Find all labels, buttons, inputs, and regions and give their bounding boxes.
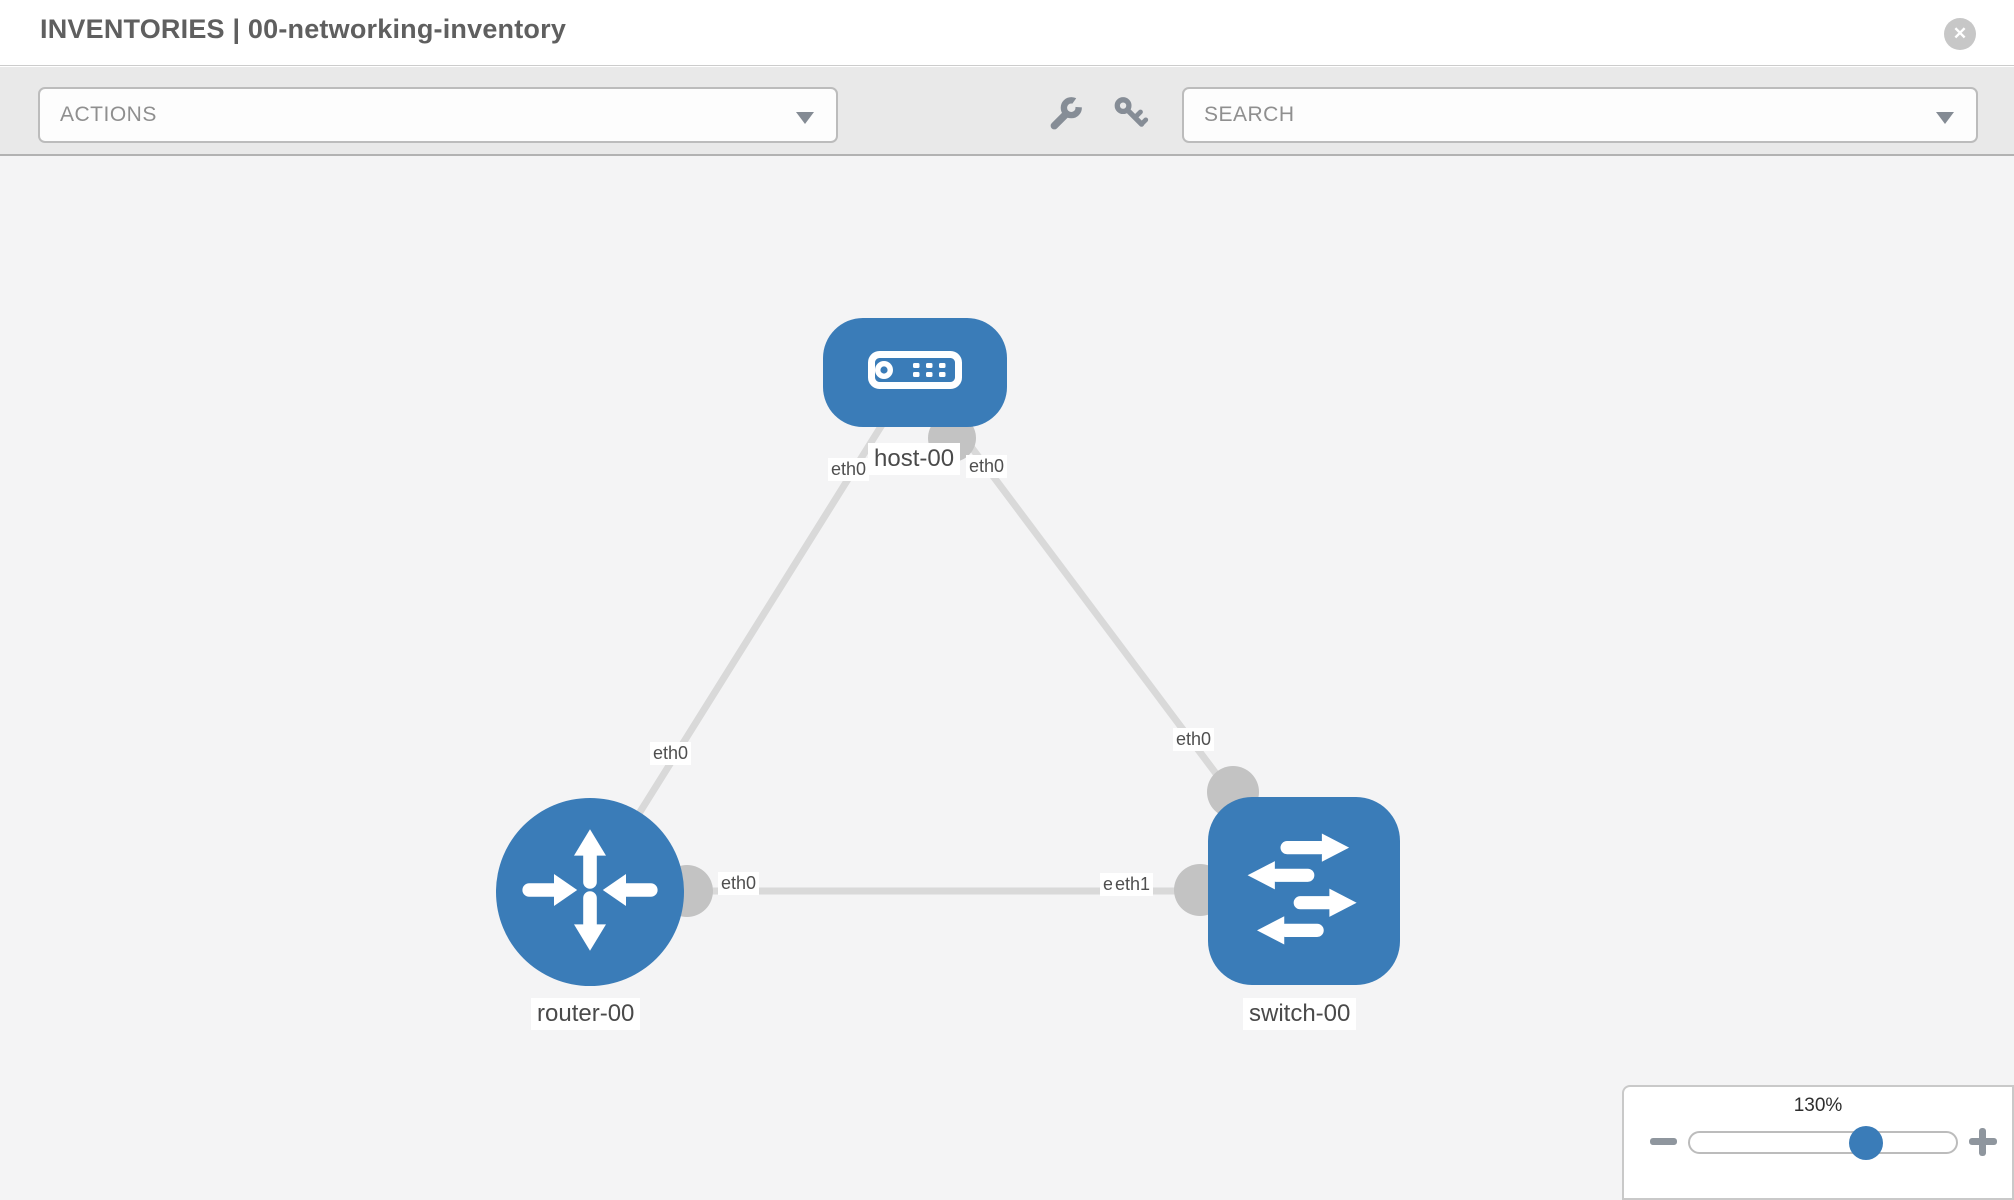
- interface-label: eth0: [966, 455, 1008, 478]
- toolbar: ACTIONS SEARCH: [0, 67, 2014, 156]
- zoom-slider-thumb[interactable]: [1849, 1126, 1883, 1160]
- minus-icon[interactable]: [1650, 1138, 1677, 1145]
- host-icon: [868, 351, 962, 394]
- page-title: INVENTORIES | 00-networking-inventory: [40, 14, 567, 44]
- topology-canvas[interactable]: eth0 eth0 eth0 eth0 eth0 eth0 eth1 host-…: [0, 156, 2014, 1200]
- caret-down-icon: [1936, 112, 1954, 124]
- plus-icon[interactable]: [1968, 1127, 1998, 1157]
- node-label-host: host-00: [868, 443, 961, 475]
- interface-label: eth1: [1112, 873, 1154, 896]
- interface-label: eth0: [828, 458, 870, 481]
- search-input[interactable]: SEARCH: [1182, 87, 1978, 143]
- search-placeholder: SEARCH: [1204, 103, 1295, 126]
- node-router-00[interactable]: [496, 798, 684, 986]
- key-icon[interactable]: [1112, 95, 1150, 136]
- close-icon[interactable]: ✕: [1944, 18, 1976, 50]
- zoom-control-panel: 130%: [1622, 1085, 2014, 1200]
- actions-dropdown-label: ACTIONS: [60, 103, 157, 126]
- zoom-slider[interactable]: [1688, 1126, 1958, 1160]
- interface-label: eth0: [650, 742, 692, 765]
- interface-label: eth0: [718, 872, 760, 895]
- router-icon: [510, 810, 670, 975]
- node-label-switch: switch-00: [1243, 998, 1357, 1030]
- node-label-router: router-00: [531, 998, 641, 1030]
- caret-down-icon: [796, 112, 814, 124]
- zoom-level: 130%: [1793, 1095, 1843, 1116]
- header: INVENTORIES | 00-networking-inventory ✕: [0, 0, 2014, 66]
- node-host-00[interactable]: [823, 318, 1007, 427]
- node-switch-00[interactable]: [1208, 797, 1400, 985]
- links-layer: [587, 369, 1307, 917]
- actions-dropdown[interactable]: ACTIONS: [38, 87, 838, 143]
- switch-icon: [1208, 795, 1400, 988]
- interface-label: eth0: [1173, 728, 1215, 751]
- wrench-icon[interactable]: [1048, 91, 1089, 136]
